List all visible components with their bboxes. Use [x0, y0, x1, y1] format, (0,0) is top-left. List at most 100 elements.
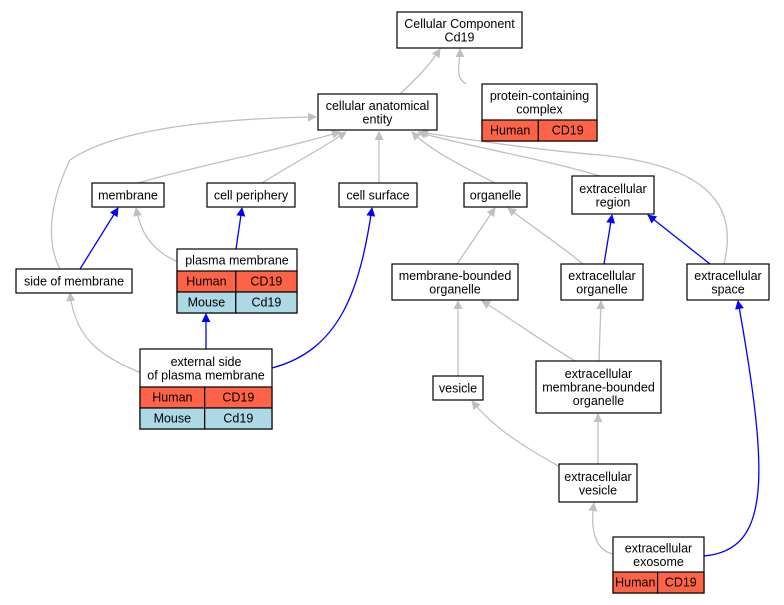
node-layer: Cellular ComponentCd19protein-containing… [15, 11, 770, 594]
gene-label: CD19 [665, 576, 697, 590]
edge-line [507, 207, 584, 265]
edge-line [481, 300, 576, 362]
edge-extracellular_exosome-to-extracellular_space-part-of [703, 300, 760, 557]
species-label: Mouse [188, 296, 226, 310]
node-label-line: cellular anatomical [326, 99, 430, 113]
edge-plasma_membrane-to-membrane-is-a [133, 207, 179, 263]
node-label-line: extracellular [579, 182, 646, 196]
species-label: Human [615, 576, 655, 590]
node-label-line: organelle [576, 282, 627, 296]
edge-external_side_pm-to-side_of_membrane-is-a [66, 292, 147, 376]
gene-label: CD19 [222, 391, 254, 405]
node-label-line: vesicle [579, 483, 617, 497]
edge-line [596, 300, 606, 362]
node-box [535, 360, 662, 414]
node-label-line: extracellular [564, 470, 631, 484]
node-membrane[interactable]: membrane [91, 182, 165, 208]
edge-line [471, 400, 561, 468]
edge-line [419, 128, 729, 265]
node-box [558, 463, 638, 503]
node-label-line: region [596, 195, 631, 209]
node-label-line: exosome [633, 555, 684, 569]
annotation-row-human: Human CD19 [176, 270, 298, 293]
edge-extracellular_organelle-to-organelle-is-a [507, 207, 584, 265]
node-label-line: cell surface [346, 189, 409, 203]
edge-line [271, 207, 376, 369]
node-cell-surface[interactable]: cell surface [338, 182, 418, 208]
node-vesicle[interactable]: vesicle [432, 375, 484, 401]
edge-extracellular_organelle-to-extracellular_region-part-of [603, 214, 616, 265]
node-label-line: Cellular Component [404, 17, 515, 31]
node-label-line: membrane-bounded [399, 269, 512, 283]
edge-line [456, 207, 496, 265]
node-box [338, 182, 418, 208]
node-box [571, 175, 655, 215]
edge-line [399, 48, 441, 95]
annotation-row-mouse: Mouse Cd19 [176, 291, 298, 314]
species-label: Human [152, 391, 192, 405]
node-box [560, 263, 644, 301]
node-label-line: complex [516, 102, 563, 116]
gene-cell [204, 407, 273, 430]
node-label-line: plasma membrane [185, 254, 289, 268]
node-label-line: vesicle [439, 382, 477, 396]
edge-line [261, 131, 347, 184]
node-box [463, 182, 528, 208]
edge-extracellular_region-to-cae-is-a [417, 130, 601, 177]
node-label-line: side of membrane [24, 275, 124, 289]
node-label-line: extracellular [625, 541, 692, 555]
edge-line [137, 130, 341, 184]
node-label-line: entity [363, 112, 394, 126]
species-label: Mouse [154, 412, 192, 426]
edge-line [133, 207, 179, 263]
edge-layer [50, 48, 760, 557]
node-label-line: organelle [470, 189, 521, 203]
edge-extracellular_space-to-extracellular_region-part-of [647, 214, 711, 265]
gene-label: Cd19 [251, 296, 281, 310]
node-label-line: organelle [573, 394, 624, 408]
node-box [206, 182, 296, 208]
node-label-line: extracellular [565, 367, 632, 381]
edge-extracellular_vesicle-to-vesicle-is-a [471, 400, 561, 468]
gene-cell [235, 291, 298, 314]
node-cell-periphery[interactable]: cell periphery [206, 182, 296, 208]
node-box [432, 375, 484, 401]
node-label-line: cell periphery [214, 189, 289, 203]
node-label-line: of plasma membrane [147, 368, 264, 382]
annotation-row-human: Human CD19 [139, 386, 273, 409]
species-label: Human [186, 275, 226, 289]
edge-membrane-to-cae-is-a [137, 130, 341, 184]
node-label-line: membrane [98, 189, 158, 203]
edge-protein_complex-to-root-is-a [455, 48, 467, 85]
gene-cell [656, 571, 705, 594]
node-label-line: organelle [429, 282, 480, 296]
edge-plasma_membrane-to-cell_periphery-part-of [235, 207, 246, 250]
edge-side_of_membrane-to-cae-is-a [50, 112, 317, 270]
edge-cae-to-root-is-a [399, 48, 441, 95]
node-side-of-membrane[interactable]: side of membrane [15, 268, 133, 294]
node-label-line: external side [171, 355, 242, 369]
node-label-line: membrane-bounded [542, 381, 655, 395]
edge-line [603, 214, 616, 265]
edge-ec_mb_organelle-to-extracellular_organelle-is-a [596, 300, 606, 362]
gene-label: CD19 [250, 275, 282, 289]
node-box [317, 93, 438, 131]
annotation-row-human: Human CD19 [612, 571, 705, 594]
edge-external_side_pm-to-cell_surface-part-of [271, 207, 376, 369]
edge-line [66, 292, 147, 376]
node-organelle[interactable]: organelle [463, 182, 528, 208]
node-box [15, 268, 133, 294]
